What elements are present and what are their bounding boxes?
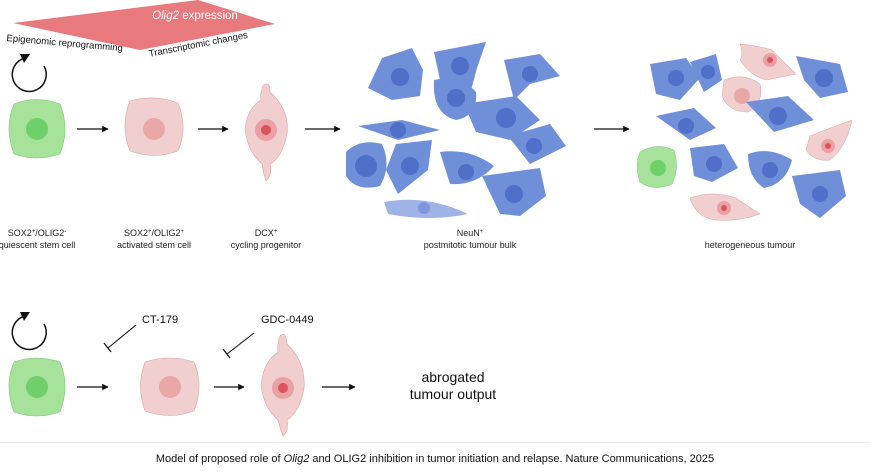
- olig2-expression-banner: [13, 0, 275, 50]
- caption-divider: [0, 442, 870, 443]
- banner-gene-name: Olig2: [152, 10, 180, 22]
- cycling-progenitor-cell-bottom: [260, 333, 305, 437]
- marker: SOX2: [123, 228, 148, 238]
- inhibitor-ct179: CT-179: [142, 314, 179, 326]
- postmitotic-tumour-bulk: [346, 42, 566, 218]
- self-renewal-arrow-bottom: [11, 312, 47, 351]
- marker-sup: +: [479, 229, 484, 235]
- stage-label-activated: SOX2+/OLIG2+ activated stem cell: [114, 227, 194, 251]
- quiescent-stem-cell: [8, 99, 66, 159]
- self-renewal-arrow-top: [11, 54, 47, 93]
- heterogeneous-tumour: [636, 43, 853, 221]
- marker2-sup: +: [180, 229, 185, 235]
- marker: DCX: [254, 228, 274, 238]
- inhibitor-gdc0449: GDC-0449: [261, 314, 314, 326]
- outcome-text: abrogated tumour output: [378, 369, 528, 403]
- stage-label-heterogeneous: heterogeneous tumour: [700, 239, 800, 251]
- stage-desc: heterogeneous tumour: [704, 240, 796, 250]
- marker: NeuN: [456, 228, 480, 238]
- activated-stem-cell: [124, 97, 184, 156]
- banner-word: expression: [182, 10, 238, 22]
- inhibition-marker-gdc0449: [222, 332, 255, 359]
- stage-label-progenitor: DCX+ cycling progenitor: [226, 227, 306, 251]
- figure-caption: Model of proposed role of Olig2 and OLIG…: [0, 453, 870, 465]
- marker-sup: +: [273, 229, 278, 235]
- marker2: /OLIG2: [151, 228, 181, 238]
- banner-title: Olig2 expression: [60, 10, 330, 22]
- cycling-progenitor-cell: [244, 83, 288, 182]
- inhibition-marker-ct179: [103, 324, 137, 353]
- marker2-sup: -: [64, 229, 67, 235]
- caption-after: and OLIG2 inhibition in tumor initiation…: [309, 453, 715, 465]
- outcome-line1: abrogated: [421, 369, 485, 385]
- marker-sup: +: [147, 229, 152, 235]
- marker-sup: +: [31, 229, 36, 235]
- stage-label-quiescent: SOX2+/OLIG2- quiescent stem cell: [0, 227, 77, 251]
- marker: SOX2: [7, 228, 32, 238]
- stage-label-bulk: NeuN+ postmitotic tumour bulk: [410, 227, 530, 251]
- quiescent-stem-cell-bottom: [8, 357, 66, 417]
- caption-before: Model of proposed role of: [155, 453, 284, 465]
- stage-desc: quiescent stem cell: [0, 240, 76, 250]
- activated-stem-cell-bottom: [140, 357, 200, 416]
- outcome-line2: tumour output: [409, 386, 497, 402]
- stage-desc: activated stem cell: [116, 240, 192, 250]
- caption-gene: Olig2: [283, 453, 310, 465]
- stage-desc: postmitotic tumour bulk: [423, 240, 517, 250]
- stage-desc: cycling progenitor: [230, 240, 302, 250]
- marker2: /OLIG2: [35, 228, 65, 238]
